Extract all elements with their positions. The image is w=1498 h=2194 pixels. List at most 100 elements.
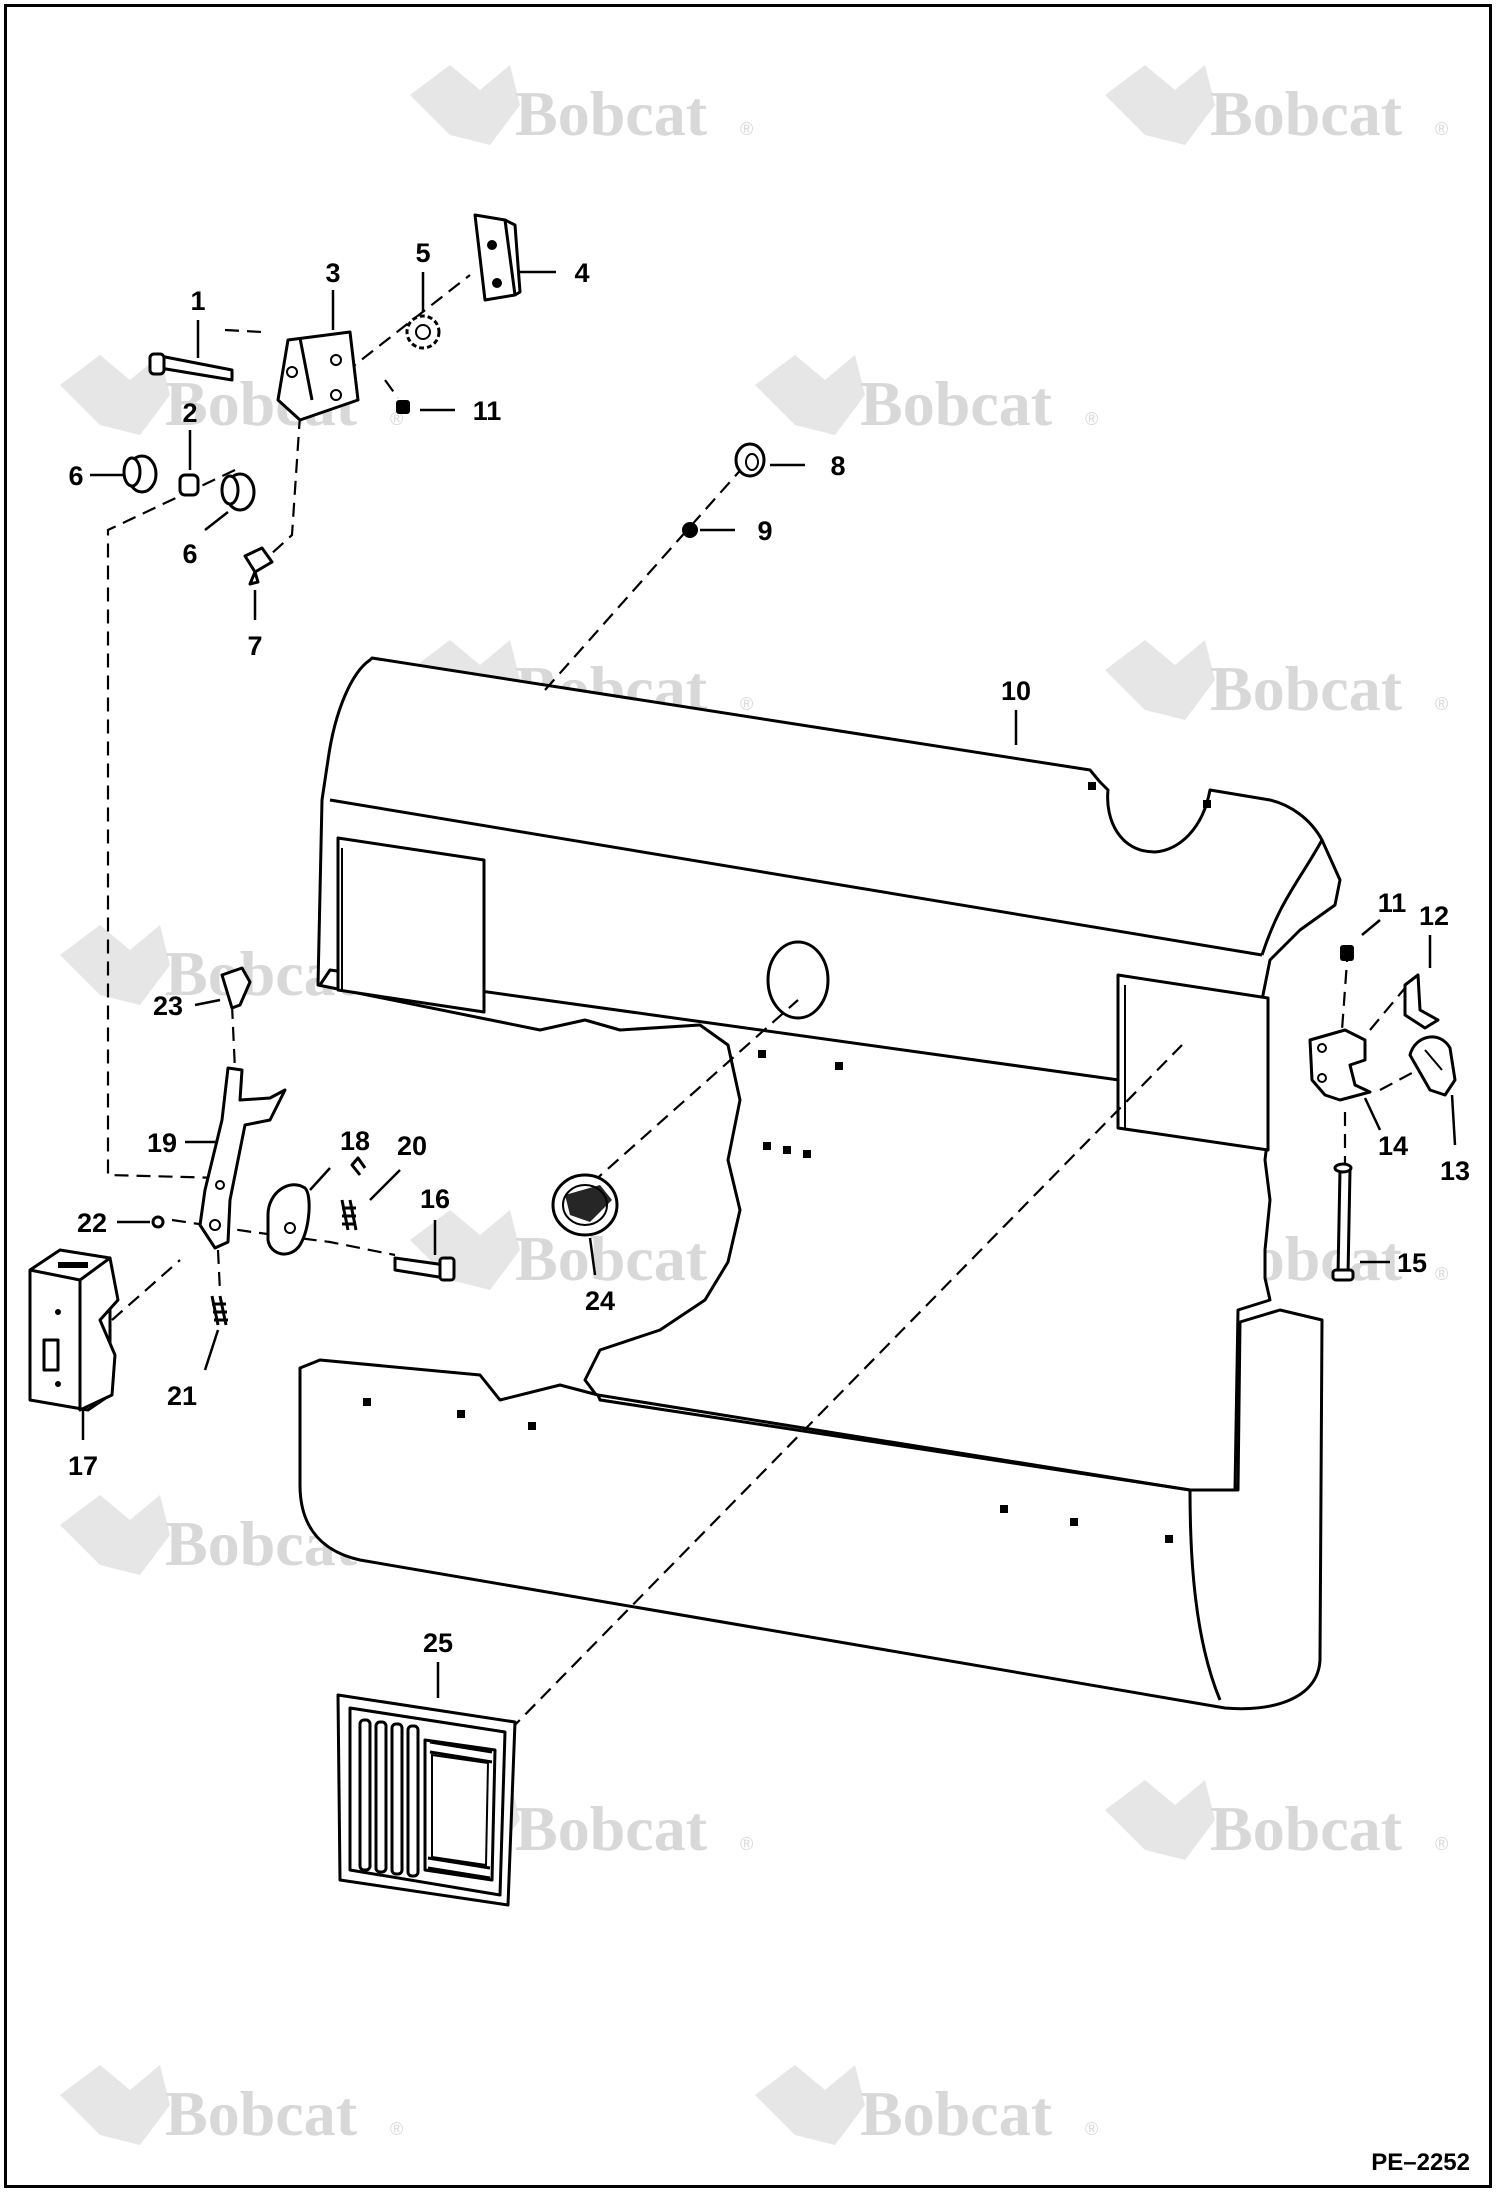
- panel-screw-hole: [1203, 800, 1211, 808]
- callout-23: 23: [153, 991, 183, 1021]
- watermark-text: Bobcat: [515, 1793, 708, 1864]
- part-7-bolt: [243, 546, 274, 586]
- callout-11b: 11: [1378, 888, 1407, 918]
- callout-6a: 6: [68, 461, 83, 491]
- watermark-mark: ®: [1435, 119, 1448, 139]
- callout-19: 19: [147, 1128, 177, 1158]
- door-panel: [298, 656, 1342, 1711]
- callout-13: 13: [1440, 1156, 1470, 1186]
- part-23-knob: [220, 966, 252, 1010]
- part-24-handle: [551, 1173, 619, 1237]
- watermark-mark: ®: [1085, 409, 1098, 429]
- part-19-latch-lever: [198, 1066, 287, 1250]
- panel-screw-hole: [1000, 1505, 1008, 1513]
- callout-3: 3: [325, 258, 340, 288]
- watermark-text: Bobcat: [1210, 1793, 1403, 1864]
- part-25-vent-grille: [336, 1693, 517, 1907]
- watermark-text: Bobcat: [1210, 653, 1403, 724]
- part-16-pin: [393, 1256, 456, 1282]
- callout-5: 5: [415, 238, 430, 268]
- watermark-text: Bobcat: [515, 1223, 708, 1294]
- part-12-clip: [1403, 973, 1440, 1030]
- callout-17: 17: [68, 1451, 98, 1481]
- part-22-washer: [151, 1215, 165, 1229]
- watermark-text: Bobcat: [165, 2078, 358, 2149]
- watermark: Bobcat ®: [60, 2065, 403, 2149]
- callout-9: 9: [757, 516, 772, 546]
- watermark-text: Bobcat: [860, 368, 1053, 439]
- panel-screw-hole: [363, 1398, 371, 1406]
- part-5-gear: [405, 314, 441, 350]
- watermark: Bobcat ®: [755, 2065, 1098, 2149]
- part-9-nut: [682, 522, 698, 538]
- part-2-spacer: [178, 473, 200, 497]
- panel-screw-hole: [528, 1422, 536, 1430]
- panel-screw-hole: [1070, 1518, 1078, 1526]
- callout-20: 20: [397, 1131, 427, 1161]
- callout-8: 8: [830, 451, 845, 481]
- panel-screw-hole: [763, 1142, 771, 1150]
- watermark: Bobcat ®: [1105, 1780, 1448, 1864]
- watermark-text: Bobcat: [1210, 78, 1403, 149]
- callout-16: 16: [420, 1184, 450, 1214]
- part-18-cam: [266, 1183, 311, 1256]
- callout-1: 1: [190, 286, 205, 316]
- watermark-mark: ®: [1435, 694, 1448, 714]
- callout-15: 15: [1397, 1248, 1427, 1278]
- watermark: Bobcat ®: [410, 65, 753, 149]
- callout-labels: 1 2 3 4 5 6 6 7 8 9 10 11 11 12 13 14 15…: [68, 238, 1470, 1658]
- part-8-grommet: [734, 442, 766, 478]
- callout-leaders: [81, 270, 1457, 1698]
- panel-screw-hole: [803, 1150, 811, 1158]
- callout-21: 21: [167, 1381, 197, 1411]
- watermark: Bobcat®: [410, 1210, 753, 1294]
- watermark-mark: ®: [390, 2119, 403, 2139]
- callout-14: 14: [1378, 1131, 1408, 1161]
- part-14-striker: [1308, 1028, 1372, 1102]
- watermark: Bobcat ®: [1105, 640, 1448, 724]
- assembly-lines: [106, 274, 1441, 1731]
- handle-hole: [766, 940, 830, 1020]
- part-6-roller: [220, 472, 256, 512]
- panel-screw-hole: [835, 1062, 843, 1070]
- part-4-plate: [473, 213, 522, 302]
- part-11-nut: [1340, 945, 1354, 961]
- callout-10: 10: [1001, 676, 1031, 706]
- part-6-roller: [122, 454, 158, 494]
- part-17-latch-housing: [28, 1248, 120, 1412]
- watermark-mark: ®: [740, 1834, 753, 1854]
- callout-4: 4: [574, 258, 589, 288]
- watermark: Bobcat ®: [755, 355, 1098, 439]
- watermark-mark: ®: [740, 694, 753, 714]
- part-1-bolt: [148, 352, 234, 382]
- part-13-cam-lock: [1408, 1035, 1457, 1097]
- panel-screw-hole: [1165, 1535, 1173, 1543]
- panel-screw-hole: [1088, 782, 1096, 790]
- part-21-spring: [210, 1295, 228, 1326]
- part-15-pin: [1331, 1162, 1355, 1282]
- watermark-text: Bobcat: [860, 2078, 1053, 2149]
- watermark-mark: ®: [1435, 1834, 1448, 1854]
- watermark-mark: ®: [1435, 1264, 1448, 1284]
- watermark: Bobcat ®: [1105, 65, 1448, 149]
- callout-7: 7: [247, 631, 262, 661]
- callout-18: 18: [340, 1126, 370, 1156]
- part-11-nut: [396, 400, 410, 414]
- figure-id: PE–2252: [1371, 2149, 1470, 2176]
- panel-screw-hole: [758, 1050, 766, 1058]
- callout-12: 12: [1419, 901, 1449, 931]
- watermark-mark: ®: [740, 119, 753, 139]
- callout-22: 22: [77, 1208, 107, 1238]
- panel-screw-hole: [783, 1146, 791, 1154]
- callout-11a: 11: [473, 396, 502, 426]
- callout-2: 2: [182, 398, 197, 428]
- callout-25: 25: [423, 1628, 453, 1658]
- part-3-bracket: [276, 330, 360, 422]
- callout-6b: 6: [182, 539, 197, 569]
- panel-screw-hole: [457, 1410, 465, 1418]
- callout-24: 24: [585, 1286, 615, 1316]
- watermark-text: Bobcat: [515, 78, 708, 149]
- part-20-spring: [340, 1156, 367, 1231]
- watermark-mark: ®: [1085, 2119, 1098, 2139]
